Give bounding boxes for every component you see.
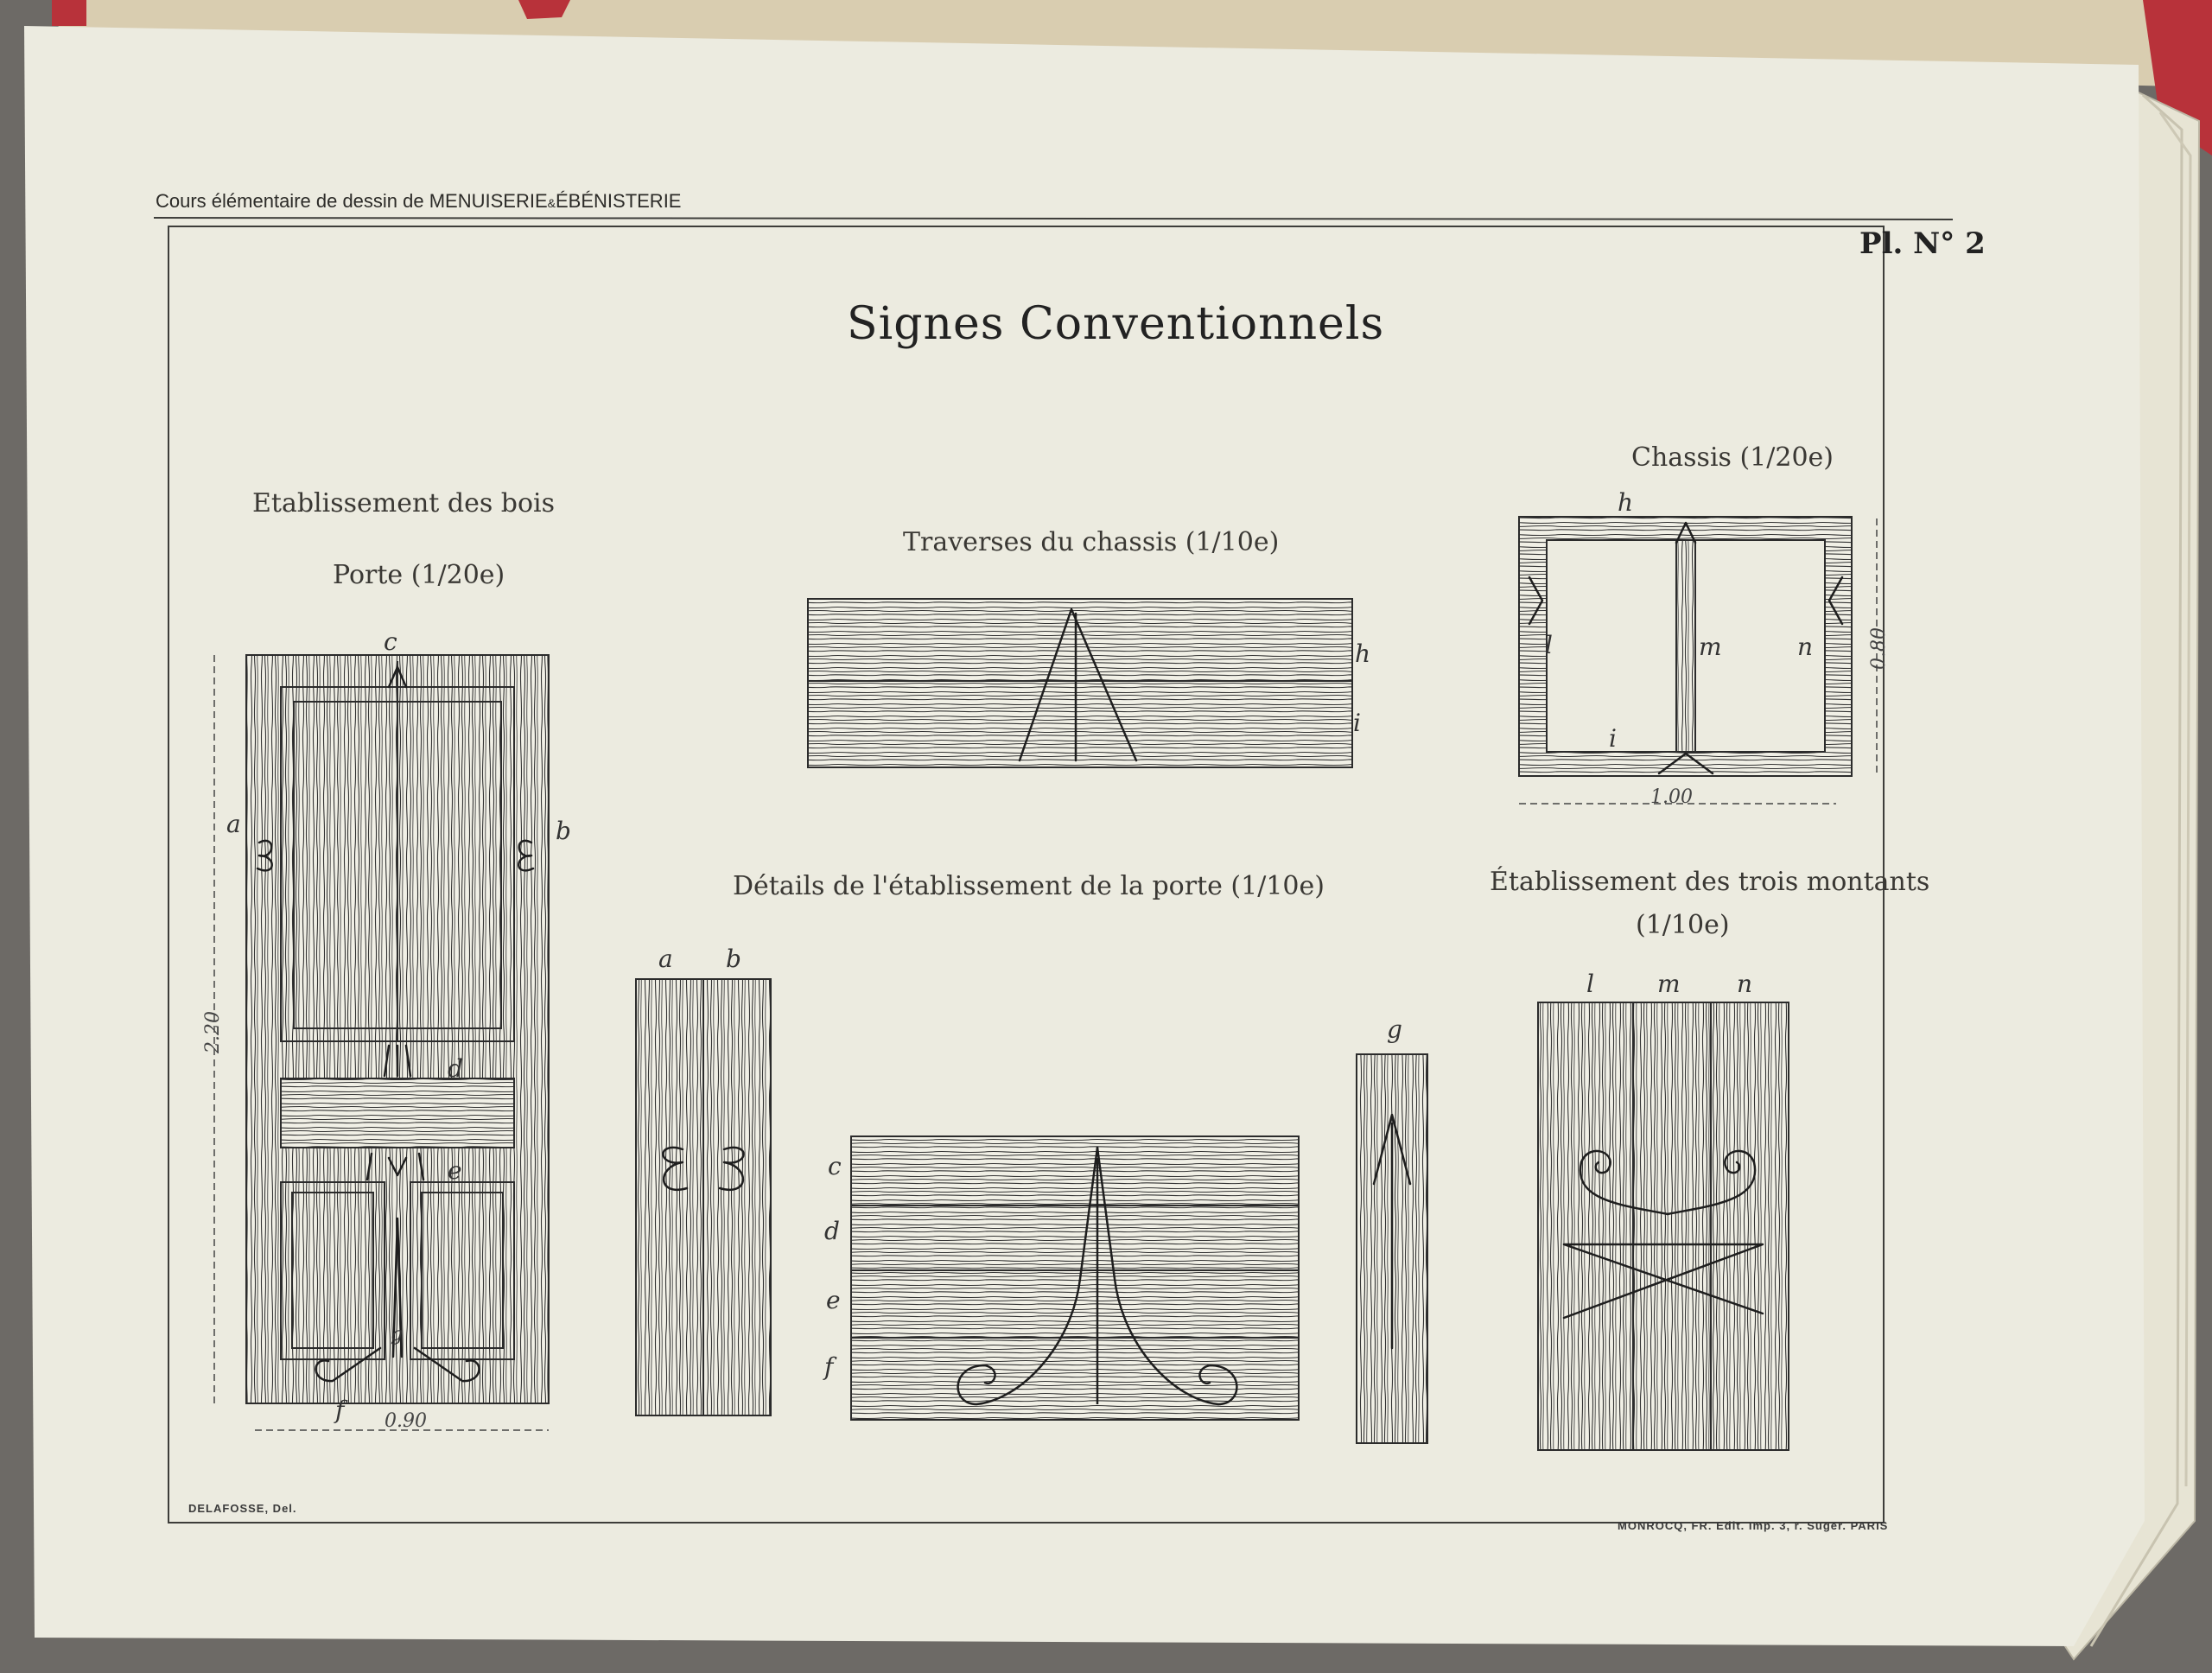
page-title: Signes Conventionnels <box>847 298 1385 350</box>
letter-c: c <box>384 627 397 656</box>
door-lower-right-panel <box>410 1181 515 1360</box>
letter-h-chassis: h <box>1618 488 1634 517</box>
door-height-dim: 2.20 <box>201 1011 224 1053</box>
heading-montants-scale: (1/10e) <box>1636 910 1730 940</box>
letter-f-detail: f <box>824 1352 834 1381</box>
door-middle-panel <box>280 1078 515 1148</box>
running-title-right: ÉBÉNISTERIE <box>556 190 682 212</box>
chassis-width-dim: 1.00 <box>1650 786 1693 808</box>
detail-a-board <box>635 978 704 1416</box>
door-drawing <box>213 654 550 1431</box>
detail-c-board <box>850 1135 1300 1206</box>
detail-ab-drawing <box>635 978 772 1416</box>
right-credit: MONROCQ, FR. Edit. Imp. 3, r. Suger. PAR… <box>1618 1519 1889 1532</box>
letter-f: f <box>335 1396 345 1424</box>
left-credit: DELAFOSSE, Del. <box>188 1502 297 1515</box>
detail-d-board <box>850 1205 1300 1271</box>
letter-l-chassis: l <box>1545 631 1553 659</box>
letter-g-detail: g <box>1387 1015 1402 1044</box>
letter-e: e <box>448 1156 462 1185</box>
montant-n <box>1710 1002 1789 1451</box>
heading-details-porte: Détails de l'établissement de la porte (… <box>733 871 1325 901</box>
door-width-dim: 0.90 <box>385 1410 427 1432</box>
chassis-drawing <box>1518 516 1878 805</box>
montants-drawing <box>1537 1002 1789 1451</box>
detail-b-board <box>702 978 772 1416</box>
letter-a: a <box>226 810 241 838</box>
detail-g-drawing <box>1356 1053 1428 1444</box>
montant-l <box>1537 1002 1634 1451</box>
detail-cdef-drawing <box>850 1135 1300 1421</box>
detail-f-board <box>850 1337 1300 1421</box>
running-title-left: Cours élémentaire de dessin de MENUISERI… <box>156 190 548 212</box>
letter-d-detail: d <box>824 1217 840 1245</box>
heading-trois-montants: Établissement des trois montants <box>1490 867 1930 897</box>
door-lower-left-panel <box>280 1181 385 1360</box>
letter-i-traverse: i <box>1353 709 1361 737</box>
traverse-h <box>807 598 1353 682</box>
heading-chassis: Chassis (1/20e) <box>1631 442 1834 473</box>
heading-traverses: Traverses du chassis (1/10e) <box>903 527 1280 557</box>
traverses-drawing <box>807 598 1353 768</box>
chassis-height-dim: 0.80 <box>1867 627 1890 670</box>
letter-c-detail: c <box>828 1152 842 1180</box>
montant-m <box>1632 1002 1712 1451</box>
plate-number: Pl. N° 2 <box>1859 226 1986 261</box>
heading-porte: Porte (1/20e) <box>333 560 505 590</box>
letter-g-door: g <box>391 1324 404 1345</box>
running-title-amp: & <box>547 196 556 210</box>
letter-m-montant: m <box>1657 970 1681 998</box>
letter-n-montant: n <box>1737 970 1753 998</box>
traverse-i <box>807 680 1353 768</box>
heading-etablissement-bois: Etablissement des bois <box>252 488 556 518</box>
letter-l-montant: l <box>1586 970 1594 998</box>
letter-i-chassis: i <box>1609 724 1617 753</box>
letter-m-chassis: m <box>1699 633 1722 661</box>
running-title: Cours élémentaire de dessin de MENUISERI… <box>156 190 681 213</box>
letter-n-chassis: n <box>1797 633 1814 661</box>
letter-e-detail: e <box>826 1286 841 1314</box>
letter-d: d <box>448 1054 463 1083</box>
letter-b-detail: b <box>726 945 741 973</box>
letter-b: b <box>556 817 571 845</box>
letter-a-detail: a <box>658 945 673 973</box>
letter-h-traverse: h <box>1355 639 1371 668</box>
